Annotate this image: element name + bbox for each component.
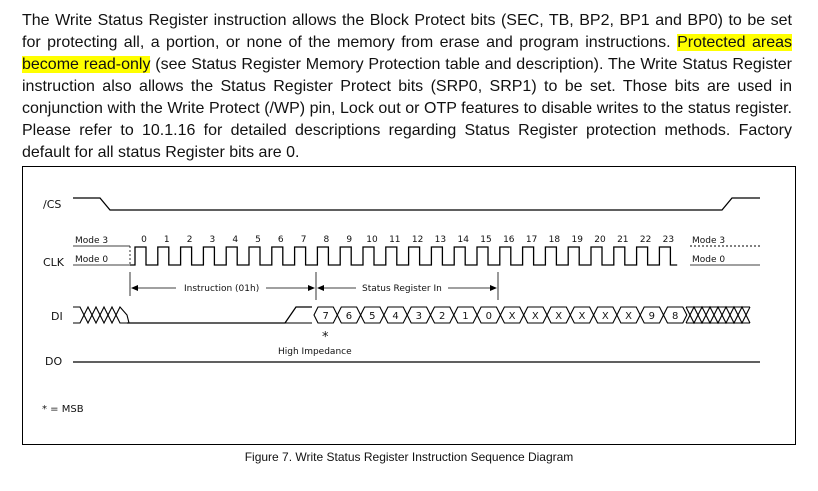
instruction-span-arrow [129,272,317,300]
high-impedance-label: High Impedance [278,347,352,357]
instruction-label: Instruction (01h) [184,284,259,294]
clock-number-9: 9 [346,235,352,245]
clock-number-3: 3 [210,235,216,245]
paragraph-text-2: (see Status Register Memory Protection t… [22,56,792,161]
di-bit-cell [662,306,688,324]
di-bit-label: 1 [462,311,468,322]
clock-number-12: 12 [412,235,423,245]
clk-waveform [130,246,678,266]
mode0-left-label: Mode 0 [75,255,108,265]
clock-number-10: 10 [366,235,378,245]
clock-number-1: 1 [164,235,170,245]
clock-number-0: 0 [141,235,147,245]
status-register-in-label: Status Register In [362,284,442,294]
cs-waveform [73,197,760,211]
di-signal-label: DI [51,310,63,323]
mode3-left-label: Mode 3 [75,236,108,246]
timing-diagram-frame [22,166,796,445]
do-signal-label: DO [45,355,62,368]
paragraph-text-1: The Write Status Register instruction al… [22,12,792,51]
msb-legend: * = MSB [42,404,84,415]
clock-number-14: 14 [457,235,469,245]
clock-number-15: 15 [480,235,491,245]
clock-number-4: 4 [232,235,238,245]
status-register-span-arrow [317,272,499,300]
di-bit-label: 8 [672,311,678,322]
clock-number-23: 23 [663,235,674,245]
clk-signal-label: CLK [43,256,65,269]
di-low-line [127,306,312,324]
clock-number-17: 17 [526,235,537,245]
clock-number-5: 5 [255,235,261,245]
di-bit-label: X [555,311,562,322]
di-bit-label: 0 [486,311,492,322]
di-bit-label: X [509,311,516,322]
clock-number-6: 6 [278,235,284,245]
di-trailing-dont-care [685,305,751,325]
di-bit-label: 7 [322,311,328,322]
clock-number-21: 21 [617,235,628,245]
di-bit-label: 4 [392,311,398,322]
di-data-bits: 7 6 5 4 3 2 1 0 X X X X X X 9 8 [313,306,688,324]
figure-caption: Figure 7. Write Status Register Instruct… [244,450,574,464]
mode0-right-label: Mode 0 [692,255,725,265]
description-paragraph: The Write Status Register instruction al… [22,10,793,164]
cs-signal-label: /CS [43,198,61,211]
mode3-right-label: Mode 3 [692,236,725,246]
di-bit-label: 6 [346,311,352,322]
di-bit-label: X [579,311,586,322]
clock-number-11: 11 [389,235,400,245]
clock-number-16: 16 [503,235,515,245]
clock-number-22: 22 [640,235,651,245]
clock-number-19: 19 [571,235,583,245]
clock-number-2: 2 [187,235,193,245]
di-leading-dont-care [73,305,130,325]
di-bit-label: 5 [369,311,375,322]
clock-number-18: 18 [549,235,561,245]
di-bit-label: 9 [649,311,655,322]
clock-number-7: 7 [301,235,307,245]
clock-number-8: 8 [324,235,330,245]
di-bit-label: X [532,311,539,322]
di-bit-label: 2 [439,311,445,322]
msb-star-marker: * [322,330,329,345]
di-bit-label: X [625,311,632,322]
di-bit-label: X [602,311,609,322]
clock-number-13: 13 [435,235,446,245]
di-bit-label: 3 [416,311,422,322]
clock-number-20: 20 [594,235,606,245]
